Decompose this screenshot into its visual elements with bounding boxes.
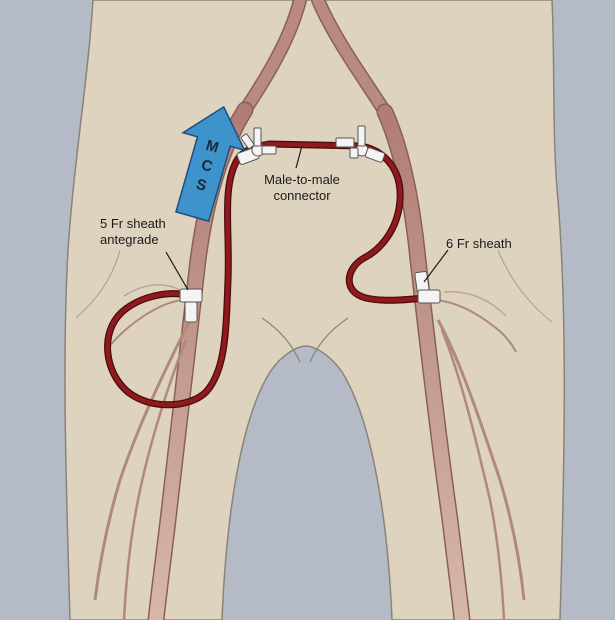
hip-line-right <box>497 249 553 323</box>
tubing-fill <box>105 141 427 407</box>
bypass-tubing <box>104 140 428 409</box>
hip-line-left <box>75 249 121 319</box>
label-connector-line1: Male-to-male <box>264 172 340 187</box>
label-left-sheath-line2: antegrade <box>100 232 159 247</box>
branch-left-2 <box>122 339 188 620</box>
label-right-sheath: 6 Fr sheath <box>446 236 512 251</box>
branch-right-2 <box>440 329 506 620</box>
label-left-sheath-line1: 5 Fr sheath <box>100 216 166 231</box>
branch-right-1 <box>436 319 526 601</box>
stopcock-right <box>335 125 386 163</box>
common-iliac-right-fill <box>312 0 391 118</box>
male-to-male-connector <box>236 125 386 165</box>
leader-right-sheath <box>423 249 449 283</box>
sheath-right <box>414 271 441 304</box>
leader-left-sheath <box>165 251 189 291</box>
label-connector-line2: connector <box>273 188 331 203</box>
arrow-shape <box>175 105 246 223</box>
groin-crease-right <box>309 317 349 363</box>
mcs-arrow: MCS <box>175 105 246 223</box>
branch-right-3 <box>435 299 517 353</box>
groin-crease-left <box>261 317 301 363</box>
branch-left-1 <box>93 319 192 601</box>
branch-left-4 <box>123 284 181 297</box>
femoral-artery-right-fill <box>378 105 469 620</box>
common-iliac-left-fill <box>239 0 306 116</box>
arrow-label: MCS <box>193 137 221 195</box>
stopcock-left <box>236 127 277 165</box>
sheath-left <box>179 288 203 323</box>
leader-connector <box>295 145 303 169</box>
branch-right-4 <box>443 291 507 317</box>
